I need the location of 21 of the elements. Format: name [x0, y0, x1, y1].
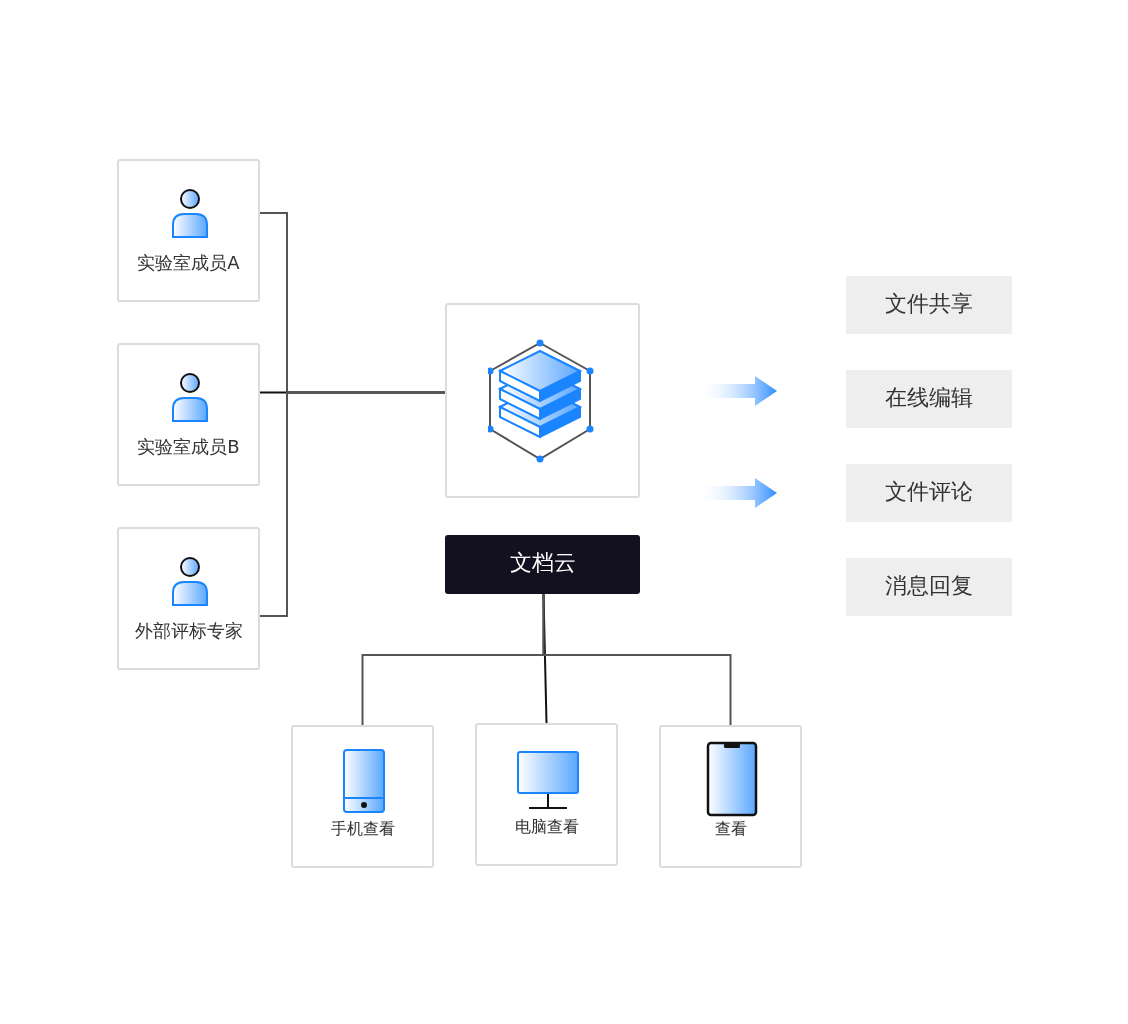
device-card	[475, 723, 618, 866]
connector-line	[542, 593, 732, 726]
feature-label: 文件共享	[884, 290, 974, 318]
user-card	[117, 527, 260, 670]
node-label: 实验室成员A	[136, 251, 241, 275]
cloud-card	[445, 303, 640, 498]
title-box	[445, 535, 640, 594]
node-label: 外部评标专家	[133, 619, 244, 643]
connector-line	[259, 391, 446, 617]
feature-label: 在线编辑	[884, 384, 974, 412]
feature-label: 文件评论	[884, 478, 974, 506]
user-card	[117, 343, 260, 486]
device-card	[659, 725, 802, 868]
node-label: 手机查看	[329, 819, 396, 840]
node-label: 查看	[713, 819, 748, 840]
device-card	[291, 725, 434, 868]
node-label: 电脑查看	[513, 817, 580, 838]
user-card	[117, 159, 260, 302]
node-label: 文档云	[508, 549, 577, 577]
feature-label: 消息回复	[884, 572, 974, 600]
node-label: 实验室成员B	[136, 435, 241, 459]
